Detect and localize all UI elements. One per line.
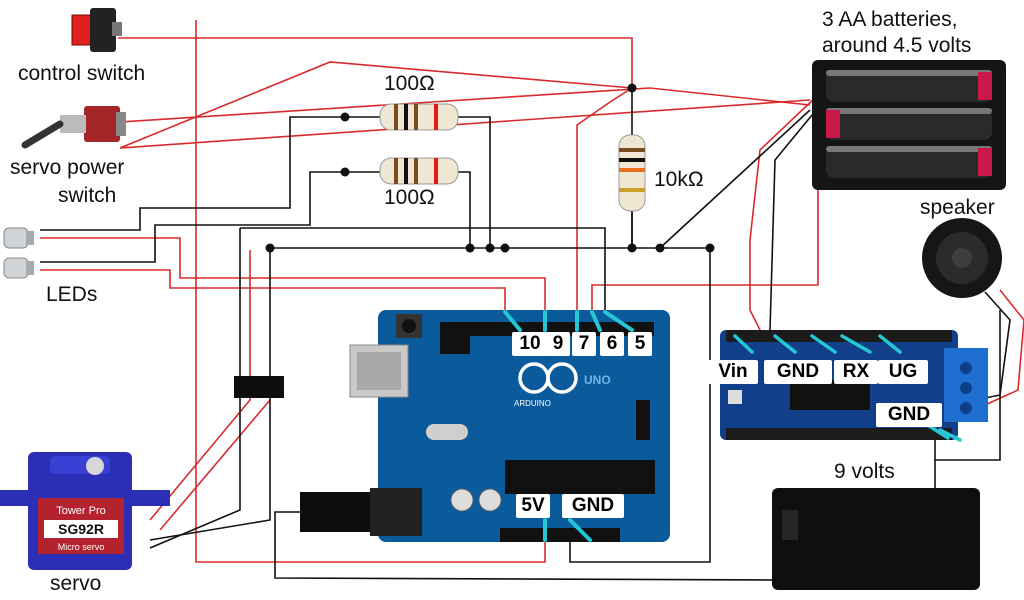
batteries-label-line1: 3 AA batteries,: [822, 8, 958, 31]
resistor-bottom-label: 100Ω: [384, 186, 435, 209]
sound-pin-ug: UG: [878, 360, 928, 384]
sound-board: [720, 330, 988, 442]
servo-brand-line3: Micro servo: [58, 542, 105, 552]
arduino-pin-10: 10: [512, 332, 548, 356]
arduino-pin-9: 9: [546, 332, 570, 356]
wire-res-top-left: [40, 116, 345, 231]
resistor-10k-icon: [618, 88, 646, 248]
arduino-uno-text: UNO: [584, 373, 611, 387]
wire-batt-black: [659, 109, 811, 249]
arduino-logo-text: ARDUINO: [514, 399, 551, 408]
wire-speaker-red: [984, 289, 1024, 406]
sound-pin-rx: RX: [834, 360, 878, 384]
servo-brand-line2: SG92R: [58, 521, 104, 537]
wire-servo-black: [149, 228, 241, 549]
wire-control-switch-top: [118, 37, 633, 88]
wire-battery-to-top: [119, 61, 811, 149]
batteries-label-line2: around 4.5 volts: [822, 34, 972, 57]
wire-batt-black2: [769, 114, 813, 331]
wire-res-top-right: [460, 116, 491, 248]
arduino-pin-7: 7: [572, 332, 596, 356]
wire-servo-switch: [119, 87, 811, 123]
arduino-pin-gnd: GND: [562, 494, 624, 518]
wire-batt-right: [749, 94, 819, 351]
wire-led2-red: [40, 269, 506, 312]
servo-connector: [234, 376, 284, 398]
servo-brand-line1: Tower Pro: [56, 505, 106, 517]
nine-volts-label: 9 volts: [834, 460, 895, 483]
wire-pin7-up: [576, 87, 633, 312]
wire-res-bot-left: [40, 171, 345, 263]
wire-gnd-bus2: [240, 227, 606, 312]
wire-gnd-bus3: [149, 248, 271, 541]
resistor-100-top-icon: [345, 103, 460, 131]
servo-power-switch-label-line1: servo power: [10, 156, 125, 179]
wire-servo-red1: [149, 250, 251, 521]
servo-power-switch-label-line2: switch: [58, 184, 117, 207]
arduino-logo-icon: [518, 362, 578, 394]
aa-battery-1: [826, 70, 992, 102]
battery-pack-icon: [812, 60, 1006, 190]
arduino-pin-6: 6: [600, 332, 624, 356]
wire-pin5-battery: [591, 110, 819, 312]
servo-label: servo: [50, 572, 102, 595]
resistor-top-label: 100Ω: [384, 72, 435, 95]
wire-led1-red: [40, 237, 546, 312]
speaker-label: speaker: [920, 196, 995, 219]
arduino-uno-board: ARDUINO UNO: [300, 310, 670, 542]
black-wires: [40, 109, 1011, 581]
control-switch-icon: [71, 8, 122, 52]
servo-icon: Tower Pro SG92R Micro servo: [0, 452, 170, 570]
sound-pin-vin: Vin: [708, 360, 758, 384]
servo-power-switch-icon: [21, 106, 126, 149]
wire-gnd-bus: [270, 247, 711, 563]
aa-battery-3: [826, 146, 992, 178]
red-wires: [40, 20, 1024, 563]
sound-pin-gnd2: GND: [876, 403, 942, 427]
arduino-pin-5v: 5V: [516, 494, 550, 518]
led-icon-1: [3, 227, 34, 249]
led-icon-2: [3, 257, 34, 279]
arduino-pin-5: 5: [628, 332, 652, 356]
leds-label: LEDs: [46, 283, 98, 306]
control-switch-label: control switch: [18, 62, 146, 85]
sound-pin-gnd: GND: [764, 360, 832, 384]
wire-res-bot-right: [460, 171, 471, 248]
speaker-icon: [922, 218, 1002, 298]
resistor-100-bottom-icon: [345, 157, 460, 185]
resistor-pullup-label: 10kΩ: [654, 168, 704, 191]
wire-servo-red2: [159, 399, 271, 531]
nine-volt-battery-icon: [772, 488, 980, 590]
aa-battery-2: [826, 108, 992, 140]
